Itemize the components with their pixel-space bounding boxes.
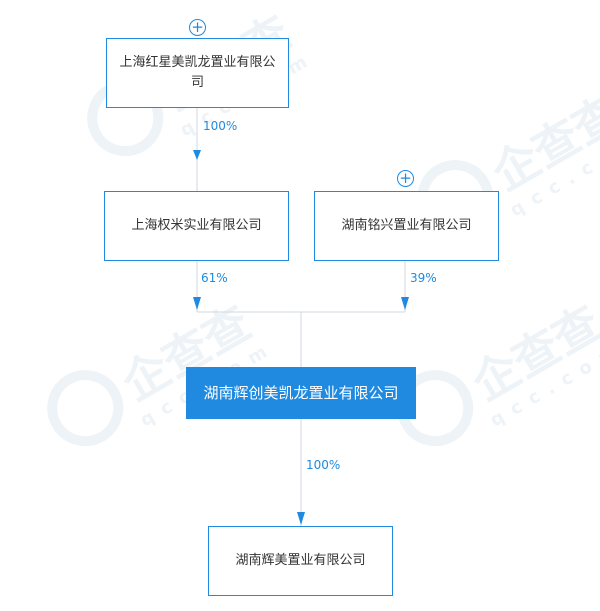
arrow-head [401, 297, 409, 310]
node-shanghai-quanmi[interactable]: 上海权米实业有限公司 [104, 191, 289, 261]
node-label: 湖南辉创美凯龙置业有限公司 [203, 384, 399, 402]
node-hunan-huimei[interactable]: 湖南辉美置业有限公司 [208, 526, 393, 596]
node-label: 上海权米实业有限公司 [131, 218, 262, 233]
node-label: 湖南辉美置业有限公司 [235, 553, 366, 568]
edge-percent-label: 61% [201, 271, 228, 285]
node-label: 上海红星美凯龙置业有限公司 [119, 55, 276, 90]
node-hunan-mingxing[interactable]: 湖南铭兴置业有限公司 [314, 191, 499, 261]
expand-plus-icon[interactable]: + [189, 19, 206, 36]
edge-percent-label: 100% [306, 458, 341, 472]
expand-plus-icon[interactable]: + [397, 170, 414, 187]
arrow-head [193, 297, 201, 310]
arrow-head [193, 150, 201, 160]
edge-percent-label: 39% [410, 271, 437, 285]
node-shanghai-hongxing[interactable]: 上海红星美凯龙置业有限公司 [106, 38, 289, 108]
node-hunan-huichuang-main[interactable]: 湖南辉创美凯龙置业有限公司 [186, 367, 416, 419]
node-label: 湖南铭兴置业有限公司 [341, 218, 472, 233]
edge-percent-label: 100% [203, 119, 238, 133]
arrow-head [297, 512, 305, 525]
